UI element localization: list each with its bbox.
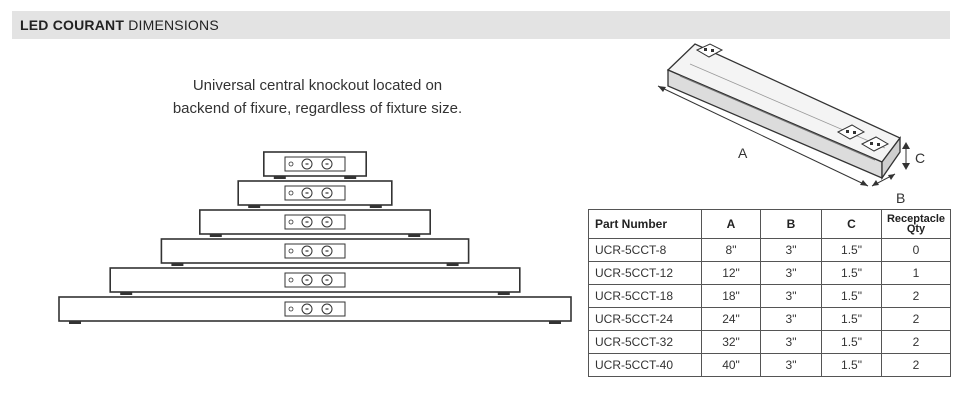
- cell-a: 12": [701, 261, 761, 285]
- cell-a: 24": [701, 307, 761, 331]
- dimension-c-label: C: [915, 150, 925, 166]
- fixture-stack-svg: [58, 151, 572, 324]
- table-header-row: Part Number A B C Receptacle Qty: [588, 209, 951, 239]
- section-title: LED COURANT DIMENSIONS: [20, 17, 219, 33]
- dimension-c-line: [902, 142, 910, 170]
- cell-part-number: UCR-5CCT-24: [588, 307, 702, 331]
- col-header-receptacle-qty: Receptacle Qty: [881, 209, 951, 239]
- knockout-note-line-2: backend of fixure, regardless of fixture…: [172, 100, 463, 117]
- col-header-a: A: [701, 209, 761, 239]
- cell-a: 40": [701, 353, 761, 377]
- fixture-back-view: [109, 267, 521, 295]
- col-header-part-number: Part Number: [588, 209, 702, 239]
- dimensions-table: Part Number A B C Receptacle Qty UCR-5CC…: [588, 209, 951, 377]
- cell-part-number: UCR-5CCT-12: [588, 261, 702, 285]
- cell-b: 3": [760, 261, 822, 285]
- cell-part-number: UCR-5CCT-18: [588, 284, 702, 308]
- cell-c: 1.5": [821, 238, 882, 262]
- dimension-a-line: [657, 85, 869, 187]
- cell-a: 18": [701, 284, 761, 308]
- dimension-b-label: B: [896, 190, 905, 206]
- cell-part-number: UCR-5CCT-32: [588, 330, 702, 354]
- knockout-note: Universal central knockout located on ba…: [150, 74, 485, 120]
- cell-receptacle-qty: 2: [881, 284, 951, 308]
- section-title-bold: LED COURANT: [20, 17, 125, 33]
- cell-receptacle-qty: 2: [881, 330, 951, 354]
- col-header-b: B: [760, 209, 822, 239]
- fixture-back-view: [160, 238, 470, 266]
- col-header-receptacle-line-1: Receptacle: [886, 213, 946, 225]
- dimension-a-label: A: [738, 145, 748, 161]
- fixture-back-view: [237, 180, 393, 208]
- cell-receptacle-qty: 2: [881, 353, 951, 377]
- col-header-c: C: [821, 209, 882, 239]
- fixture-back-view: [262, 151, 367, 179]
- cell-b: 3": [760, 284, 822, 308]
- col-header-receptacle-line-2: Qty: [906, 223, 926, 235]
- cell-c: 1.5": [821, 353, 882, 377]
- cell-receptacle-qty: 1: [881, 261, 951, 285]
- outlet-icon: [695, 43, 724, 58]
- cell-part-number: UCR-5CCT-8: [588, 238, 702, 262]
- cell-b: 3": [760, 353, 822, 377]
- outlet-icon: [836, 124, 866, 140]
- cell-b: 3": [760, 238, 822, 262]
- cell-b: 3": [760, 330, 822, 354]
- cell-c: 1.5": [821, 284, 882, 308]
- cell-receptacle-qty: 2: [881, 307, 951, 331]
- fixture-back-view: [58, 296, 572, 324]
- cell-b: 3": [760, 307, 822, 331]
- cell-part-number: UCR-5CCT-40: [588, 353, 702, 377]
- fixture-back-view: [199, 209, 431, 237]
- outlet-icon: [860, 136, 890, 152]
- cell-a: 8": [701, 238, 761, 262]
- section-title-light: DIMENSIONS: [128, 17, 219, 33]
- cell-c: 1.5": [821, 261, 882, 285]
- cell-c: 1.5": [821, 307, 882, 331]
- knockout-note-line-1: Universal central knockout located on: [192, 77, 443, 94]
- product-illustration: A B C: [657, 43, 925, 206]
- cell-receptacle-qty: 0: [881, 238, 951, 262]
- fixture-body: [666, 43, 902, 181]
- section-header: LED COURANT DIMENSIONS: [12, 11, 950, 39]
- dimension-b-line: [871, 173, 896, 187]
- cell-a: 32": [701, 330, 761, 354]
- cell-c: 1.5": [821, 330, 882, 354]
